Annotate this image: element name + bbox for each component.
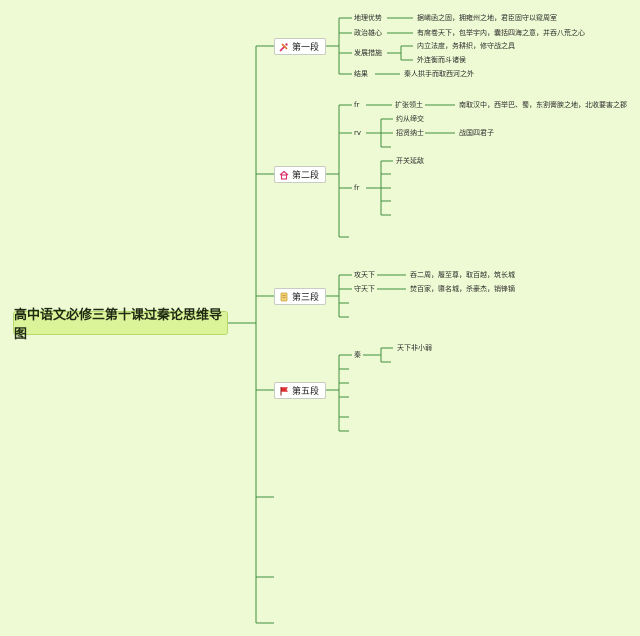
s2-item-b-label: rv: [354, 129, 362, 137]
s3-item-b-label: 守天下: [354, 285, 375, 293]
s1-item-a-label: 地理优势: [354, 14, 382, 22]
s2-item-a-mid: 扩张领土: [395, 101, 423, 109]
s1-item-b-detail: 有席卷天下，包举宇内，囊括四海之意，并吞八荒之心: [417, 29, 585, 37]
s2-item-b-detail: 战国四君子: [459, 129, 494, 137]
s1-item-d-label: 结果: [354, 70, 368, 78]
s3-item-b-detail: 焚百家，隳名城，杀豪杰，销锋镝: [410, 285, 515, 293]
section-5-label: 第五段: [292, 387, 320, 397]
section-2-label: 第二段: [292, 171, 320, 181]
s1-item-c-label: 发展措施: [354, 49, 382, 57]
section-3-label: 第三段: [292, 293, 320, 303]
s3-item-a-detail: 吞二周，履至尊，取百越，筑长城: [410, 271, 515, 279]
tools-icon: [279, 42, 289, 52]
section-1-node[interactable]: 第一段: [274, 38, 326, 55]
s1-item-a-detail: 据崤函之固，拥雍州之地，君臣固守以窥周室: [417, 14, 557, 22]
s5-item-a-detail: 天下非小弱: [397, 344, 432, 352]
s2-item-c-mid: 开关延敌: [396, 157, 424, 165]
root-topic[interactable]: 高中语文必修三第十课过秦论思维导图: [13, 308, 228, 342]
root-title: 高中语文必修三第十课过秦论思维导图: [14, 308, 223, 342]
s2-item-a-label: fr: [354, 101, 360, 109]
section-2-node[interactable]: 第二段: [274, 166, 326, 183]
s2-item-b-mid1: 约从缔交: [396, 115, 424, 123]
s1-item-b-label: 政治雄心: [354, 29, 382, 37]
section-3-node[interactable]: 第三段: [274, 288, 326, 305]
s1-item-c-detail1: 内立法度，务耕织，修守战之具: [417, 42, 515, 50]
s2-item-b-mid2: 招贤纳士: [396, 129, 424, 137]
s1-item-c-detail2: 外连衡而斗诸侯: [417, 56, 466, 64]
s1-item-d-detail: 秦人拱手而取西河之外: [404, 70, 474, 78]
flag-icon: [279, 386, 289, 396]
scroll-icon: [279, 292, 289, 302]
s5-item-a-label: 秦: [354, 351, 361, 359]
s3-item-a-label: 攻天下: [354, 271, 375, 279]
home-icon: [279, 170, 289, 180]
s2-item-a-detail: 南取汉中，西举巴、蜀，东割膏腴之地，北收要害之郡: [459, 101, 627, 109]
s2-item-c-label: fr: [354, 184, 360, 192]
section-5-node[interactable]: 第五段: [274, 382, 326, 399]
section-1-label: 第一段: [292, 43, 320, 53]
